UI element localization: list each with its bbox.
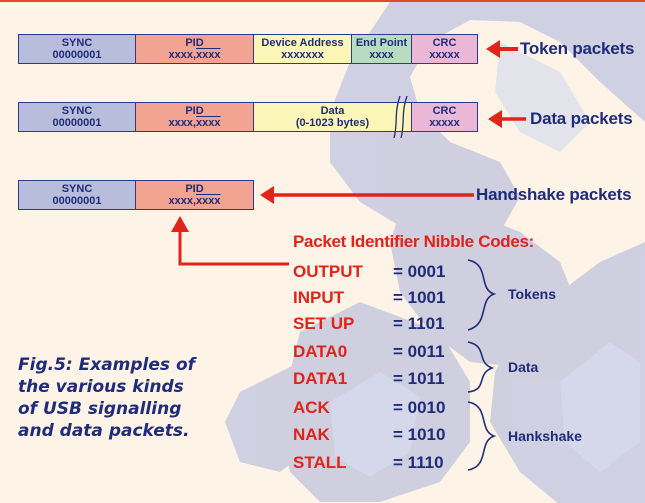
codes-title: Packet Identifier Nibble Codes: <box>293 232 535 251</box>
crc-value: xxxxx <box>429 117 460 129</box>
sync-label: SYNC <box>61 37 93 49</box>
crc-field: CRC xxxxx <box>412 102 478 132</box>
sync-value: 00000001 <box>52 117 102 129</box>
device-address-value: xxxxxxx <box>281 49 324 61</box>
handshake-packets-label: Handshake packets <box>476 185 632 204</box>
pid-value: xxxx,xxxx <box>168 117 221 129</box>
group-braces <box>467 259 497 471</box>
token-packet: SYNC 00000001 PID xxxx,xxxx Device Addre… <box>18 34 478 64</box>
end-point-field: End Point xxxx <box>352 34 412 64</box>
crc-label: CRC <box>432 105 457 117</box>
handshake-brace <box>467 401 497 471</box>
sync-field: SYNC 00000001 <box>18 180 136 210</box>
end-point-value: xxxx <box>369 49 394 61</box>
pid-field: PID xxxx,xxxx <box>136 102 254 132</box>
pid-field: PID xxxx,xxxx <box>136 180 254 210</box>
sync-field: SYNC 00000001 <box>18 34 136 64</box>
figure-caption: Fig.5: Examples of the various kinds of … <box>18 354 258 442</box>
pid-label: PID <box>185 105 204 117</box>
handshake-packet: SYNC 00000001 PID xxxx,xxxx <box>18 180 254 210</box>
token-packets-label: Token packets <box>520 39 635 58</box>
sync-label: SYNC <box>61 105 93 117</box>
sync-value: 00000001 <box>52 49 102 61</box>
device-address-label: Device Address <box>261 37 344 49</box>
caption-line: the various kinds <box>18 377 184 397</box>
group-label-handshake: Hankshake <box>508 428 582 444</box>
data-break-mark <box>393 96 408 138</box>
tokens-brace <box>467 259 497 331</box>
token-arrow <box>486 40 518 58</box>
pid-to-codes-arrow <box>171 216 289 266</box>
crc-field: CRC xxxxx <box>412 34 478 64</box>
data-arrow <box>488 110 526 128</box>
crc-label: CRC <box>432 37 457 49</box>
data-packets-label: Data packets <box>530 109 633 128</box>
data-value: (0-1023 bytes) <box>295 117 370 129</box>
end-point-label: End Point <box>355 37 408 49</box>
data-packet: SYNC 00000001 PID xxxx,xxxx Data (0-1023… <box>18 96 478 138</box>
group-label-tokens: Tokens <box>508 286 556 302</box>
pid-field: PID xxxx,xxxx <box>136 34 254 64</box>
pid-value: xxxx,xxxx <box>168 49 221 61</box>
handshake-arrow <box>260 186 474 204</box>
sync-value: 00000001 <box>52 195 102 207</box>
caption-line: and data packets. <box>18 421 190 441</box>
sync-label: SYNC <box>61 183 93 195</box>
data-field: Data (0-1023 bytes) <box>254 102 412 132</box>
caption-line: of USB signalling <box>18 399 182 419</box>
pid-label: PID <box>185 183 204 195</box>
device-address-field: Device Address xxxxxxx <box>254 34 352 64</box>
pid-label: PID <box>185 37 204 49</box>
group-label-data: Data <box>508 359 539 375</box>
caption-line: Fig.5: Examples of <box>18 355 196 375</box>
data-label: Data <box>320 105 345 117</box>
sync-field: SYNC 00000001 <box>18 102 136 132</box>
crc-value: xxxxx <box>429 49 460 61</box>
data-brace <box>467 341 495 393</box>
pid-value: xxxx,xxxx <box>168 195 221 207</box>
